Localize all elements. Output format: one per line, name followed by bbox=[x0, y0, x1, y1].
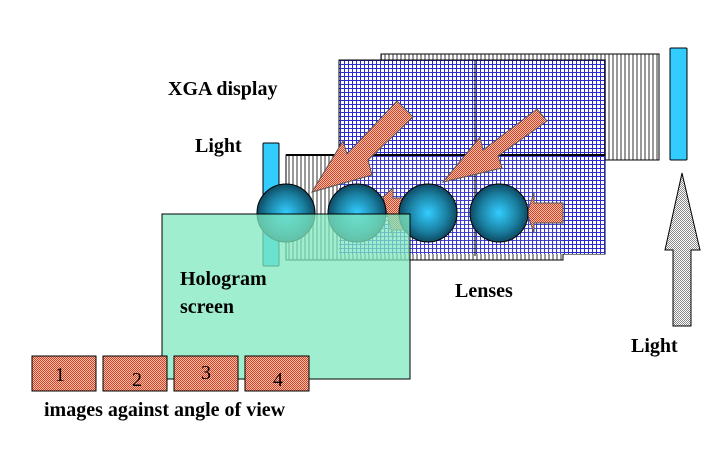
light-arrow-right bbox=[526, 192, 564, 234]
label-lenses: Lenses bbox=[455, 280, 513, 302]
view-images: 1 2 3 4 bbox=[31, 355, 310, 392]
label-hologram: Hologram bbox=[180, 268, 267, 290]
hologram-screen bbox=[161, 213, 411, 380]
label-light-right: Light bbox=[631, 335, 678, 357]
label-screen: screen bbox=[180, 296, 234, 318]
view-image-4-number: 4 bbox=[273, 369, 283, 391]
view-image-1-number: 1 bbox=[55, 364, 65, 386]
light-arrow-diagonal-2 bbox=[441, 108, 548, 183]
light-arrow-diagonal-1 bbox=[310, 100, 414, 193]
view-image-1 bbox=[31, 355, 97, 392]
light-bar-right bbox=[669, 47, 688, 161]
lenses bbox=[256, 183, 529, 243]
view-image-2 bbox=[102, 355, 168, 392]
view-image-2-number: 2 bbox=[132, 369, 142, 391]
lens-3 bbox=[398, 183, 458, 243]
caption-images: images against angle of view bbox=[44, 399, 286, 421]
view-image-4 bbox=[244, 355, 310, 392]
lens-4 bbox=[469, 183, 529, 243]
light-arrow-up bbox=[664, 172, 701, 327]
view-image-3-number: 3 bbox=[201, 362, 211, 384]
label-light-left: Light bbox=[195, 135, 242, 157]
view-image-3 bbox=[173, 355, 239, 392]
label-xga-display: XGA display bbox=[168, 78, 277, 100]
